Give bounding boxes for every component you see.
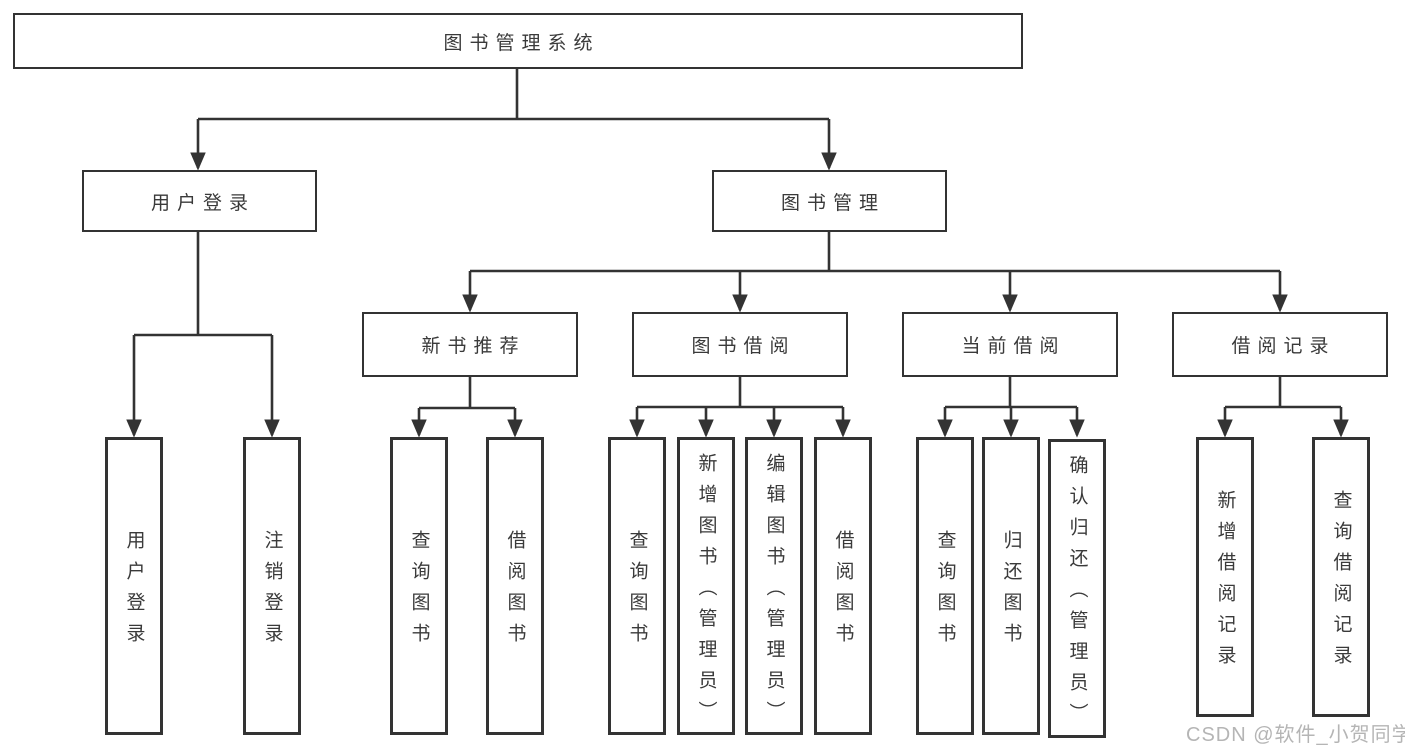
leaf-borrow-edit-books-admin: 编辑图书（管理员） xyxy=(745,437,803,735)
leaf-current-return-books-label: 归还图书 xyxy=(1000,530,1022,654)
leaf-current-return-books: 归还图书 xyxy=(982,437,1040,735)
leaf-current-query-books-label: 查询图书 xyxy=(934,530,956,654)
node-current-borrow-label: 当前借阅 xyxy=(961,336,1066,357)
leaf-borrow-edit-books-admin-label: 编辑图书（管理员） xyxy=(763,452,785,732)
node-borrow-records-label: 借阅记录 xyxy=(1231,336,1336,357)
leaf-current-confirm-return-admin-label: 确认归还（管理员） xyxy=(1066,455,1088,734)
leaf-current-query-books: 查询图书 xyxy=(916,437,974,735)
leaf-borrow-add-books-admin: 新增图书（管理员） xyxy=(677,437,735,735)
node-borrow-records: 借阅记录 xyxy=(1172,312,1388,377)
leaf-logout-label: 注销登录 xyxy=(261,530,283,654)
node-book-mgmt-label: 图书管理 xyxy=(780,192,885,214)
watermark-text: CSDN @软件_小贺同学 xyxy=(1186,724,1405,746)
node-new-book-rec: 新书推荐 xyxy=(362,312,578,377)
node-book-mgmt: 图书管理 xyxy=(712,170,947,232)
leaf-borrow-query-books: 查询图书 xyxy=(608,437,666,735)
leaf-records-query-record: 查询借阅记录 xyxy=(1312,437,1370,717)
leaf-current-confirm-return-admin: 确认归还（管理员） xyxy=(1048,439,1106,738)
node-book-borrow: 图书借阅 xyxy=(632,312,848,377)
node-user-login-label: 用户登录 xyxy=(150,192,255,214)
leaf-user-login: 用户登录 xyxy=(105,437,163,735)
leaf-records-add-record-label: 新增借阅记录 xyxy=(1214,490,1236,676)
leaf-records-add-record: 新增借阅记录 xyxy=(1196,437,1254,717)
leaf-user-login-label: 用户登录 xyxy=(123,530,145,654)
leaf-newrec-borrow-books: 借阅图书 xyxy=(486,437,544,735)
leaf-borrow-add-books-admin-label: 新增图书（管理员） xyxy=(695,452,717,732)
leaf-borrow-borrow-books: 借阅图书 xyxy=(814,437,872,735)
leaf-logout: 注销登录 xyxy=(243,437,301,735)
node-book-borrow-label: 图书借阅 xyxy=(691,336,796,357)
leaf-newrec-query-books-label: 查询图书 xyxy=(408,530,430,654)
node-root: 图书管理系统 xyxy=(13,13,1023,69)
node-root-label: 图书管理系统 xyxy=(443,32,600,54)
node-user-login: 用户登录 xyxy=(82,170,317,232)
leaf-borrow-query-books-label: 查询图书 xyxy=(626,530,648,654)
leaf-newrec-query-books: 查询图书 xyxy=(390,437,448,735)
leaf-borrow-borrow-books-label: 借阅图书 xyxy=(832,530,854,654)
node-current-borrow: 当前借阅 xyxy=(902,312,1118,377)
node-new-book-rec-label: 新书推荐 xyxy=(421,336,526,357)
leaf-records-query-record-label: 查询借阅记录 xyxy=(1330,490,1352,676)
leaf-newrec-borrow-books-label: 借阅图书 xyxy=(504,530,526,654)
